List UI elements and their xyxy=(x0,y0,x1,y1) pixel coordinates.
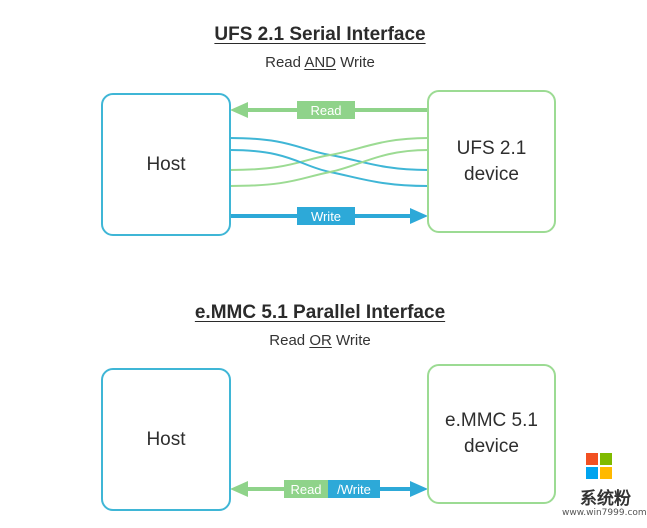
emmc-write-label: /Write xyxy=(337,482,371,497)
emmc-readwrite-arrow: Read /Write xyxy=(230,480,428,498)
emmc-subtitle-read: Read xyxy=(269,332,310,349)
ufs-device-box: UFS 2.1 device xyxy=(427,90,556,233)
emmc-subtitle: Read OR Write xyxy=(0,332,640,349)
watermark-name: 系统粉 xyxy=(580,489,631,509)
emmc-device-box: e.MMC 5.1 device xyxy=(427,364,556,504)
ufs-serial-lanes xyxy=(229,137,429,187)
ufs-host-label: Host xyxy=(146,153,186,175)
ufs-device-line1: UFS 2.1 xyxy=(456,137,527,159)
emmc-parallel-lanes xyxy=(230,377,428,463)
windows-logo-icon xyxy=(586,453,612,479)
watermark-url: www.win7999.com xyxy=(562,508,647,518)
ufs-device-line2: device xyxy=(464,163,519,185)
watermark xyxy=(586,470,640,528)
ufs-host-box: Host xyxy=(101,93,231,236)
ufs-subtitle-read: Read xyxy=(265,54,305,71)
emmc-subtitle-write: Write xyxy=(331,332,371,349)
emmc-read-label: Read xyxy=(290,482,321,497)
ufs-subtitle-write: Write xyxy=(335,54,375,71)
emmc-host-label: Host xyxy=(146,428,186,450)
ufs-write-arrow: Write xyxy=(230,207,428,225)
emmc-host-box: Host xyxy=(101,368,231,511)
emmc-device-line1: e.MMC 5.1 xyxy=(445,410,538,432)
ufs-read-arrow: Read xyxy=(230,101,428,119)
ufs-title: UFS 2.1 Serial Interface xyxy=(214,24,426,45)
emmc-device-line2: device xyxy=(464,436,519,457)
ufs-write-label: Write xyxy=(311,209,341,224)
emmc-subtitle-or: OR xyxy=(309,332,332,349)
emmc-title: e.MMC 5.1 Parallel Interface xyxy=(194,302,446,323)
ufs-subtitle-and: AND xyxy=(304,54,336,71)
ufs-subtitle: Read AND Write xyxy=(0,54,640,71)
ufs-read-label: Read xyxy=(310,103,341,118)
